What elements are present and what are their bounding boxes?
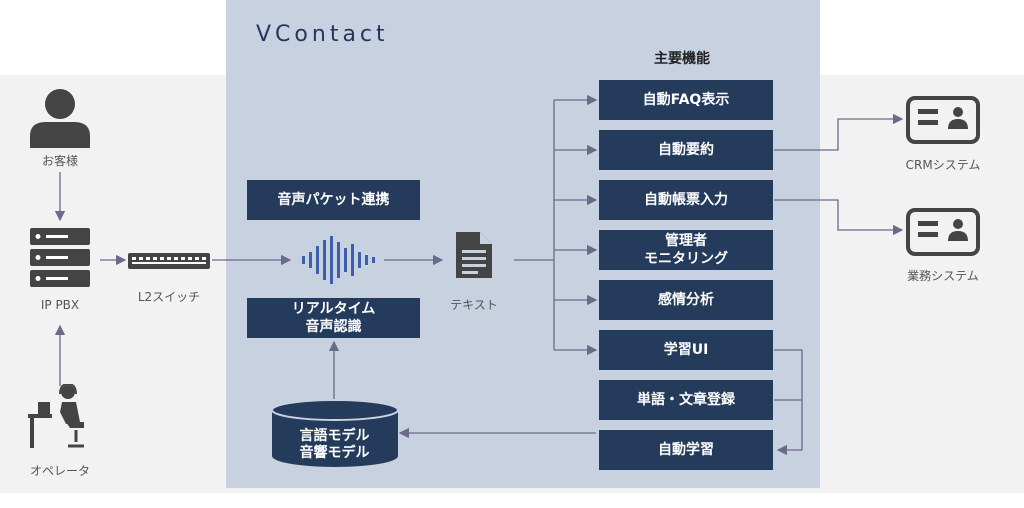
business-system-label: 業務システム <box>907 269 979 283</box>
feature-learning-ui: 学習UI <box>599 330 773 370</box>
realtime-recognition-box: リアルタイム 音声認識 <box>247 298 420 338</box>
feature-auto-summary: 自動要約 <box>599 130 773 170</box>
waveform-icon <box>302 236 375 284</box>
feature-auto-form-input: 自動帳票入力 <box>599 180 773 220</box>
text-label: テキスト <box>450 298 498 312</box>
feature-auto-learning: 自動学習 <box>599 430 773 470</box>
crm-system-icon <box>906 96 980 144</box>
switch-label: L2スイッチ <box>137 290 201 304</box>
brand-title: VContact <box>256 22 389 47</box>
feature-word-registration: 単語・文章登録 <box>599 380 773 420</box>
database-label: 言語モデル 音響モデル <box>299 428 370 461</box>
arrow-form-business <box>774 199 904 236</box>
audio-packet-box: 音声パケット連携 <box>247 180 420 220</box>
features-title: 主要機能 <box>654 51 710 67</box>
server-icon <box>30 228 90 287</box>
ippbx-label: IP PBX <box>40 298 80 312</box>
feature-auto-faq: 自動FAQ表示 <box>599 80 773 120</box>
customer-icon <box>30 89 90 148</box>
feature-admin-monitoring: 管理者 モニタリング <box>599 230 773 270</box>
crm-system-label: CRMシステム <box>905 158 981 172</box>
database-icon <box>271 399 399 467</box>
operator-icon <box>28 384 84 448</box>
customer-label: お客様 <box>41 154 78 168</box>
operator-label: オペレータ <box>29 464 90 478</box>
business-system-icon <box>906 208 980 256</box>
feature-emotion-analysis: 感情分析 <box>599 280 773 320</box>
switch-icon <box>128 253 210 269</box>
document-icon <box>456 232 492 278</box>
arrow-summary-crm <box>774 113 904 151</box>
